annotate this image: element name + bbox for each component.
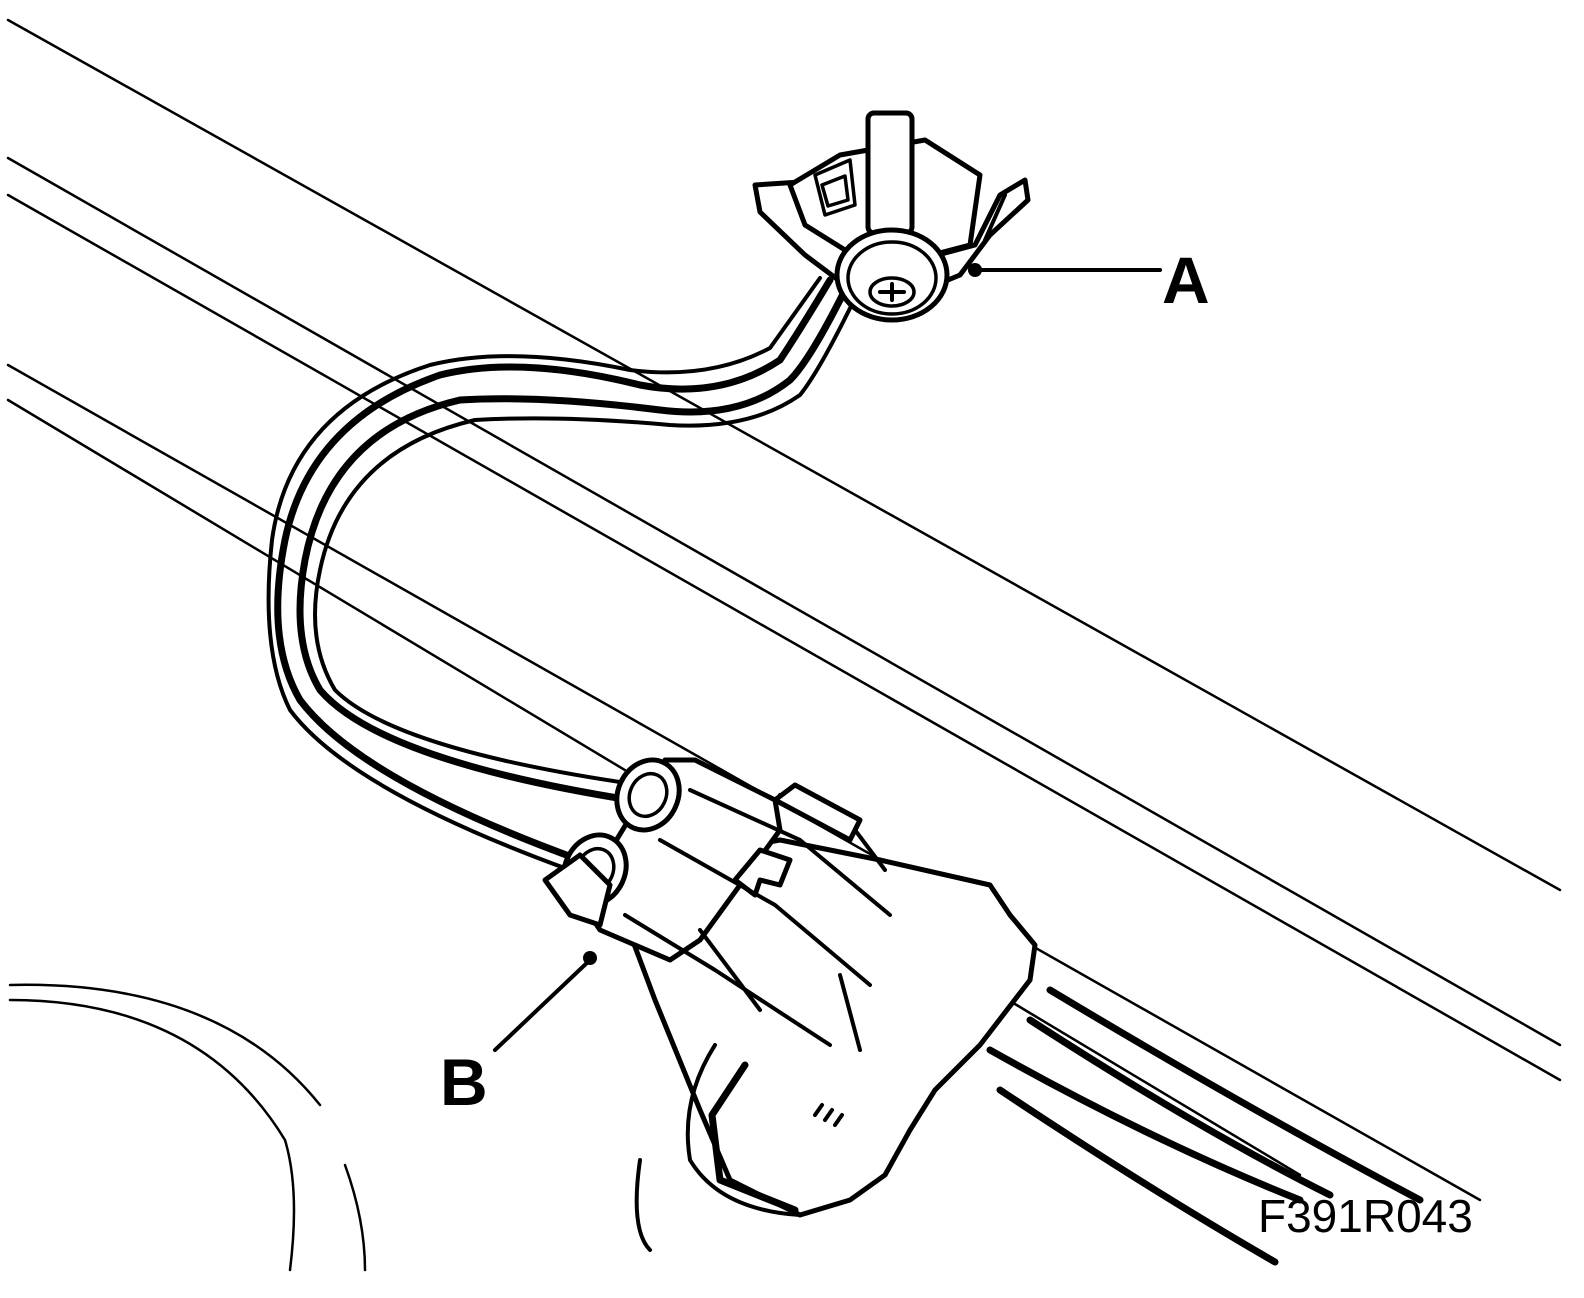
sensor-clip xyxy=(752,110,1031,323)
leader-dot-a xyxy=(968,263,982,277)
callout-label-b: B xyxy=(440,1045,488,1119)
wire-loop xyxy=(266,276,857,872)
terminal-upper xyxy=(614,757,682,833)
leader-line-b xyxy=(493,958,592,1052)
connector xyxy=(542,757,1038,1252)
leader-dot-b xyxy=(583,951,597,965)
figure-code: F391R043 xyxy=(1258,1190,1473,1242)
leader-lines xyxy=(493,263,1162,1052)
callout-label-a: A xyxy=(1162,243,1210,317)
round-housing xyxy=(8,983,367,1272)
lower-harness xyxy=(986,986,1424,1266)
